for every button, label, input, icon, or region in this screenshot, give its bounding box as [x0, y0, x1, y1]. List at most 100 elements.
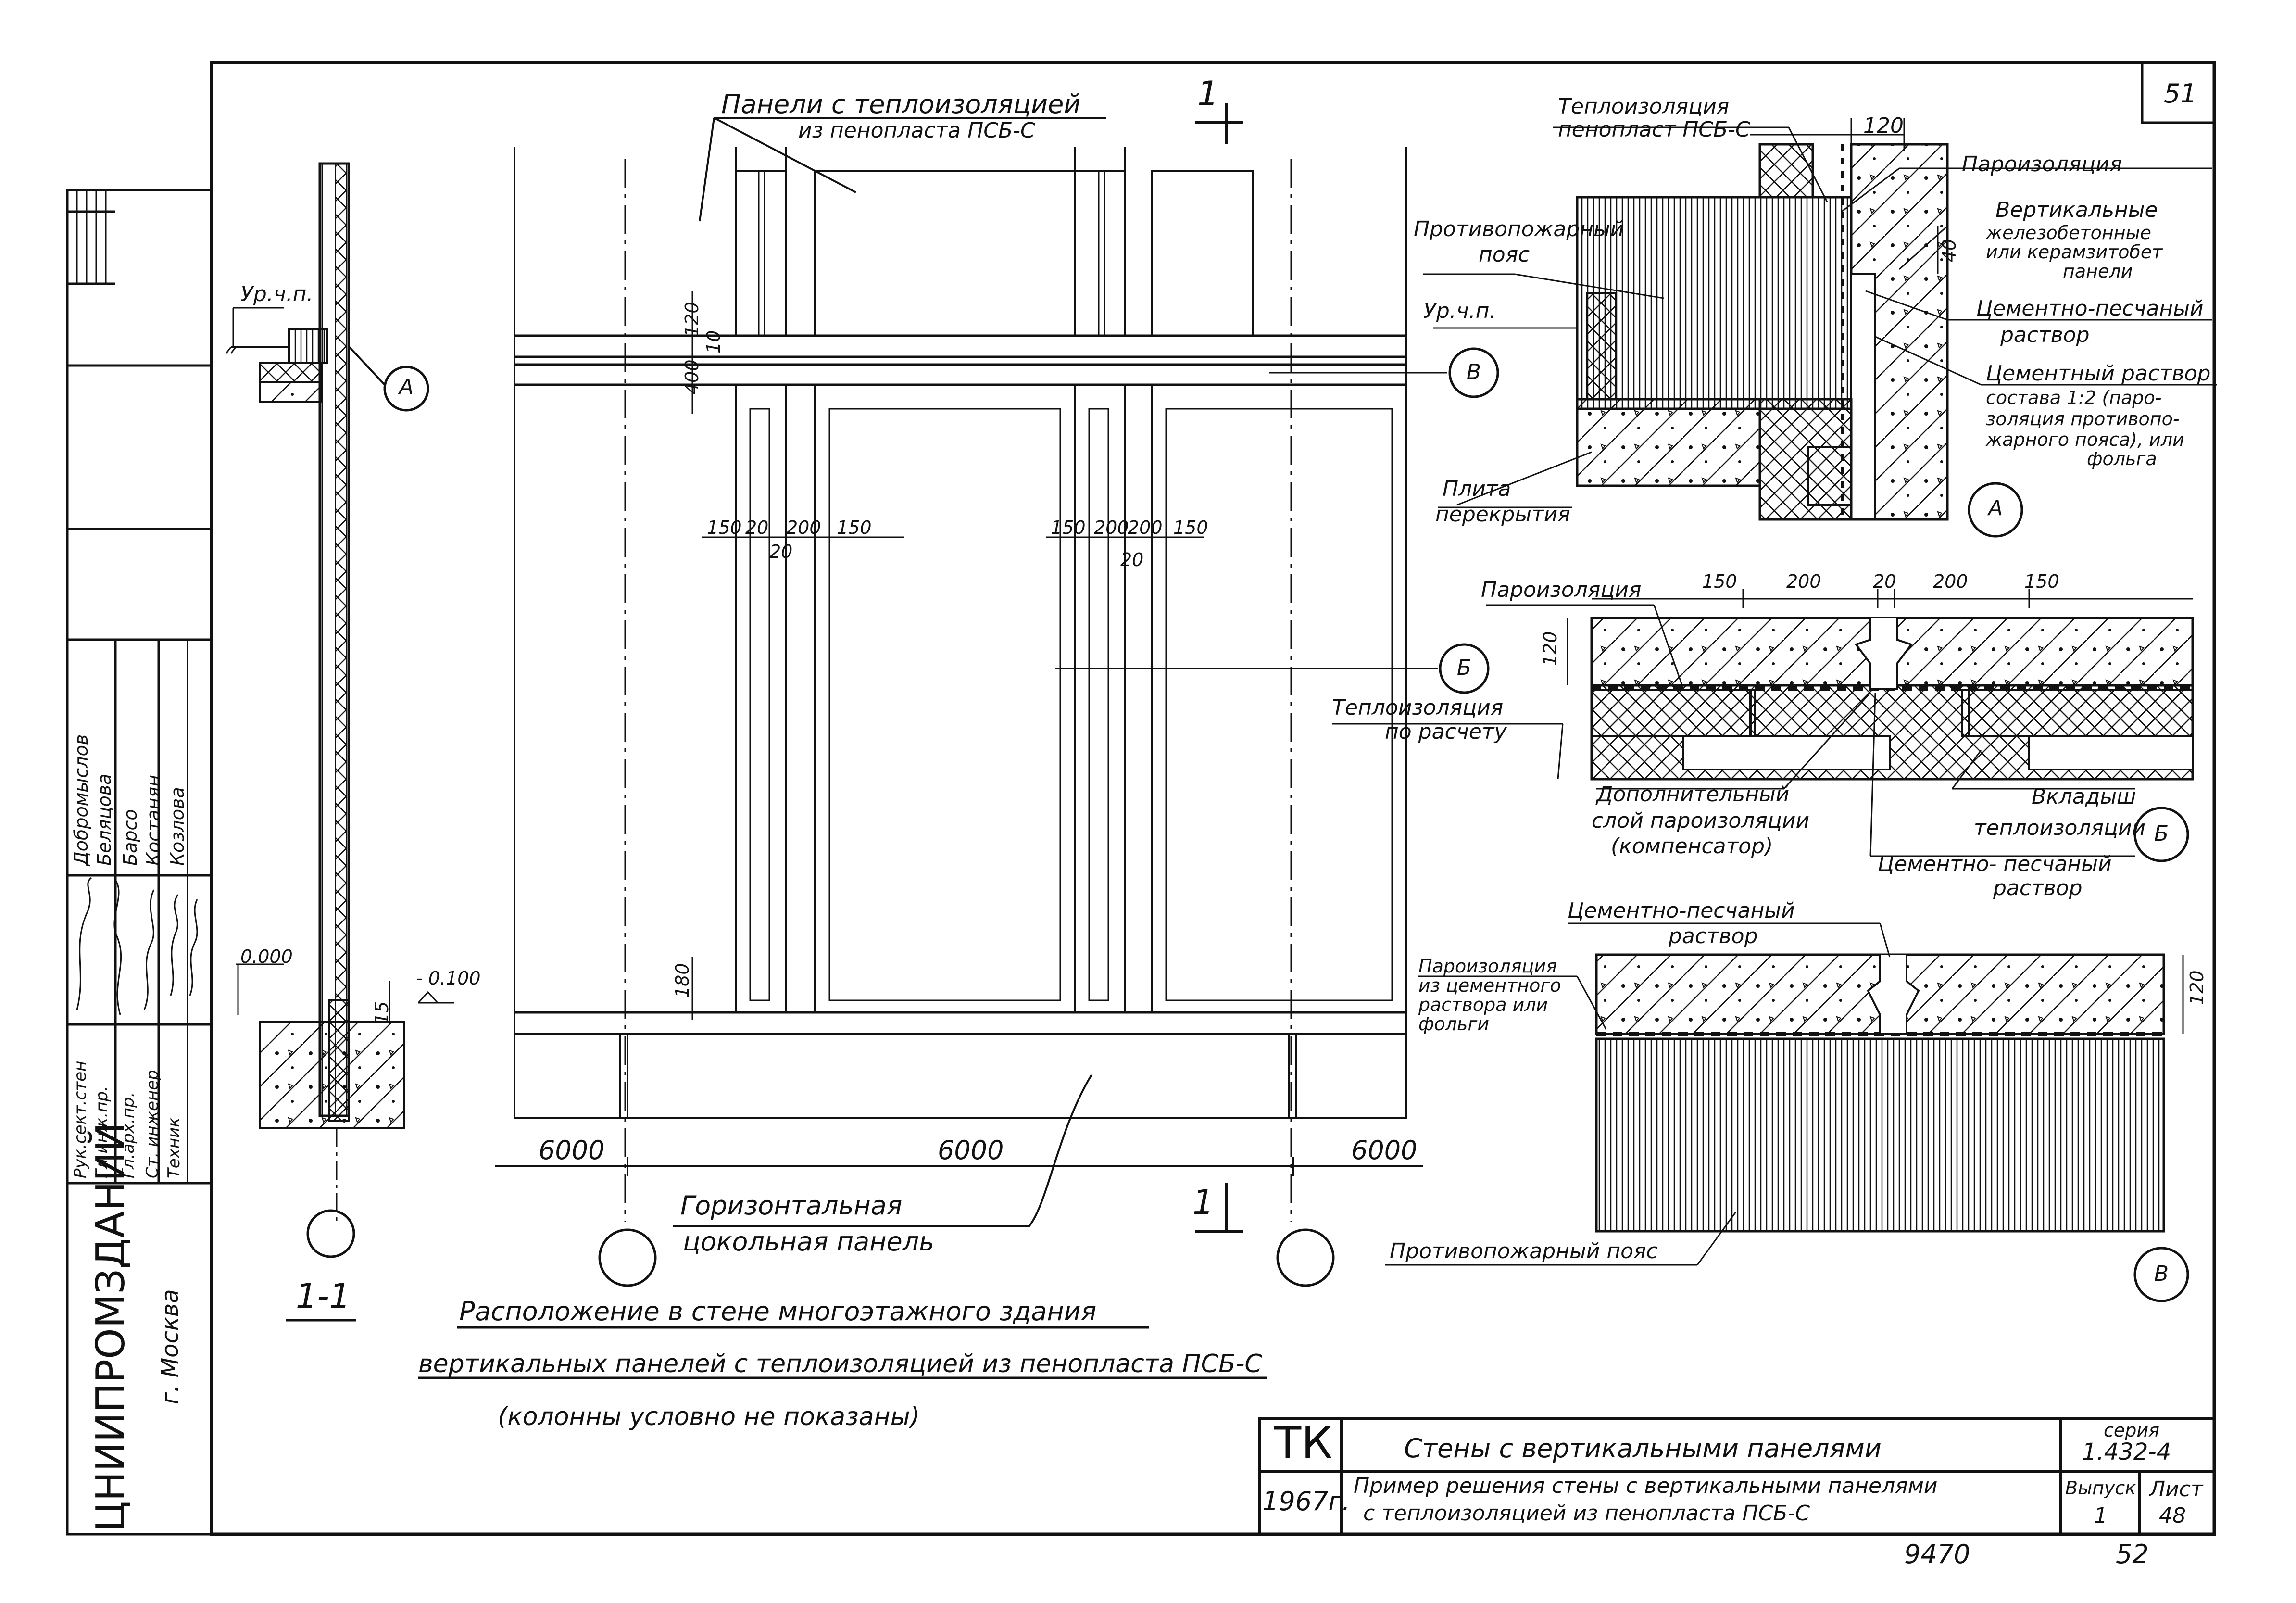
detail-a-cement-4: жарного пояса), или	[1986, 429, 2184, 450]
span-1: 6000	[539, 1135, 605, 1165]
section-level-minus: - 0.100	[416, 968, 481, 989]
detail-a-cement-2: состава 1:2 (паро-	[1986, 387, 2162, 408]
section-callout-a: А	[399, 375, 414, 399]
detail-b-callout: Б	[2154, 821, 2169, 846]
span-3: 6000	[1351, 1135, 1418, 1165]
stamp-role-2: Гл.инж.пр.	[92, 1086, 112, 1178]
section-level-floor: Ур.ч.п.	[240, 282, 314, 306]
detail-a-slab-2: перекрытия	[1435, 502, 1570, 527]
stamp-name-3: Барсо	[120, 809, 141, 866]
dim-vert-400: 400	[681, 359, 703, 394]
issue-label: Выпуск	[2065, 1477, 2136, 1499]
base-panel-line2: цокольная панель	[683, 1226, 935, 1257]
dim-left-2: 20	[745, 517, 769, 538]
detail-v-mortar-1: Цементно-песчаный	[1568, 898, 1795, 923]
stamp-name-1: Добромыслов	[71, 734, 92, 866]
inventory-number: 9470	[1904, 1539, 1970, 1569]
dim-right-3: 200	[1128, 517, 1163, 538]
detail-a-fire-2: пояс	[1479, 242, 1530, 267]
stamp-role-3: Гл.арх.пр.	[119, 1092, 138, 1178]
detail-a-vertical-2: железобетонные	[1986, 222, 2152, 243]
elevation-callout-b: Б	[1456, 656, 1472, 680]
detail-a-dim-top: 120	[1863, 114, 1904, 138]
sheet-value: 48	[2159, 1503, 2186, 1528]
detail-b-dim-3: 20	[1873, 571, 1896, 592]
page-number-bottom: 52	[2116, 1539, 2149, 1569]
title-sub-2: с теплоизоляцией из пенопласта ПСБ-С	[1363, 1501, 1810, 1526]
caption-line2: вертикальных панелей с теплоизоляцией из…	[418, 1350, 1262, 1378]
detail-a-vertical-3: или керамзитобет	[1986, 241, 2163, 263]
stamp-name-4: Костанян	[143, 774, 164, 866]
detail-a-vapor: Пароизоляция	[1962, 152, 2122, 177]
detail-b-insert-2: теплоизоляции	[1974, 816, 2146, 840]
detail-v-callout: В	[2154, 1262, 2169, 1286]
title-block	[1258, 1417, 2216, 1536]
cut-mark-top: 1	[1197, 74, 1219, 114]
detail-v-vapor-1: Пароизоляция	[1418, 956, 1557, 977]
section-1-1	[225, 162, 454, 1322]
panels-label-line2: из пенопласта ПСБ-С	[798, 118, 1035, 143]
title-sub-1: Пример решения стены с вертикальными пан…	[1354, 1474, 1938, 1498]
detail-a-mortar-1: Цементно-песчаный	[1976, 296, 2204, 321]
stamp-name-5: Козлова	[167, 787, 188, 866]
detail-b-dim-4: 200	[1933, 571, 1968, 592]
stamp-role-1: Рук.сект.стен	[71, 1060, 90, 1178]
detail-a-dim-side: 40	[1939, 239, 1960, 262]
section-level-zero: 0.000	[240, 946, 293, 967]
stamp-signatures	[76, 877, 198, 1015]
dim-right-sub: 20	[1120, 549, 1144, 570]
caption-line1: Расположение в стене многоэтажного здани…	[459, 1296, 1097, 1326]
detail-a-cement-1: Цементный раствор	[1986, 361, 2211, 386]
detail-b-mortar-2: раствор	[1993, 876, 2083, 900]
detail-v-fire: Противопожарный пояс	[1390, 1239, 1658, 1263]
detail-b-insert-1: Вкладыш	[2032, 784, 2136, 809]
detail-a-level: Ур.ч.п.	[1423, 299, 1496, 323]
detail-a-vertical-1: Вертикальные	[1995, 198, 2158, 222]
detail-a-cement-5: фольга	[2087, 448, 2157, 469]
sheet-label: Лист	[2149, 1477, 2203, 1502]
detail-a	[1423, 118, 2217, 538]
detail-a-insulation-2: пенопласт ПСБ-С	[1558, 117, 1750, 142]
detail-b-dim-5: 150	[2024, 571, 2059, 592]
institute-city: г. Москва	[157, 1289, 184, 1404]
detail-b-extra-1: Дополнительный	[1596, 782, 1790, 807]
stamp-name-2: Беляцова	[94, 773, 115, 866]
cut-mark-bottom: 1	[1192, 1183, 1214, 1222]
dim-left-sub: 20	[769, 541, 793, 562]
dim-vert-top: 120	[681, 302, 703, 337]
detail-b-insul-1: Теплоизоляция	[1332, 695, 1504, 720]
panels-label-line1: Панели с теплоизоляцией	[721, 89, 1081, 119]
dim-right-1: 150	[1051, 517, 1086, 538]
dim-right-2: 200	[1094, 517, 1129, 538]
detail-v-vapor-4: фольги	[1418, 1013, 1490, 1035]
detail-b-extra-3: (компенсатор)	[1611, 834, 1773, 858]
span-2: 6000	[938, 1135, 1004, 1165]
detail-a-fire-1: Противопожарный	[1414, 217, 1624, 241]
detail-v-mortar-2: раствор	[1669, 924, 1758, 948]
dim-left-1: 150	[707, 517, 742, 538]
detail-v-dim-side: 120	[2186, 970, 2208, 1005]
page-number: 51	[2164, 78, 2197, 109]
dim-vert-10: 10	[703, 330, 724, 353]
detail-a-callout: А	[1988, 496, 2003, 520]
institute-name: ЦНИИПРОМЗДАНИЙ	[88, 1122, 134, 1532]
detail-b-mortar-1: Цементно- песчаный	[1878, 852, 2112, 876]
detail-v	[1385, 922, 2189, 1302]
stamp-role-4: Ст. инженер	[143, 1070, 162, 1178]
dim-right-4: 150	[1173, 517, 1208, 538]
title-main: Стены с вертикальными панелями	[1404, 1433, 1882, 1464]
detail-a-slab-1: Плита	[1443, 477, 1511, 501]
detail-b-extra-2: слой пароизоляции	[1592, 808, 1810, 833]
detail-b-dim-1: 150	[1702, 571, 1737, 592]
title-org: ТК	[1274, 1417, 1333, 1469]
dim-left-4: 150	[837, 517, 872, 538]
detail-a-insulation-1: Теплоизоляция	[1558, 94, 1730, 119]
detail-a-cement-3: золяция противопо-	[1986, 408, 2180, 429]
caption-line3: (колонны условно не показаны)	[498, 1402, 920, 1431]
series-value: 1.432-4	[2082, 1439, 2171, 1465]
section-label: 1-1	[296, 1276, 351, 1316]
detail-v-vapor-2: из цементного	[1418, 975, 1561, 996]
base-panel-line1: Горизонтальная	[680, 1190, 903, 1221]
detail-a-vertical-4: панели	[2063, 261, 2133, 282]
